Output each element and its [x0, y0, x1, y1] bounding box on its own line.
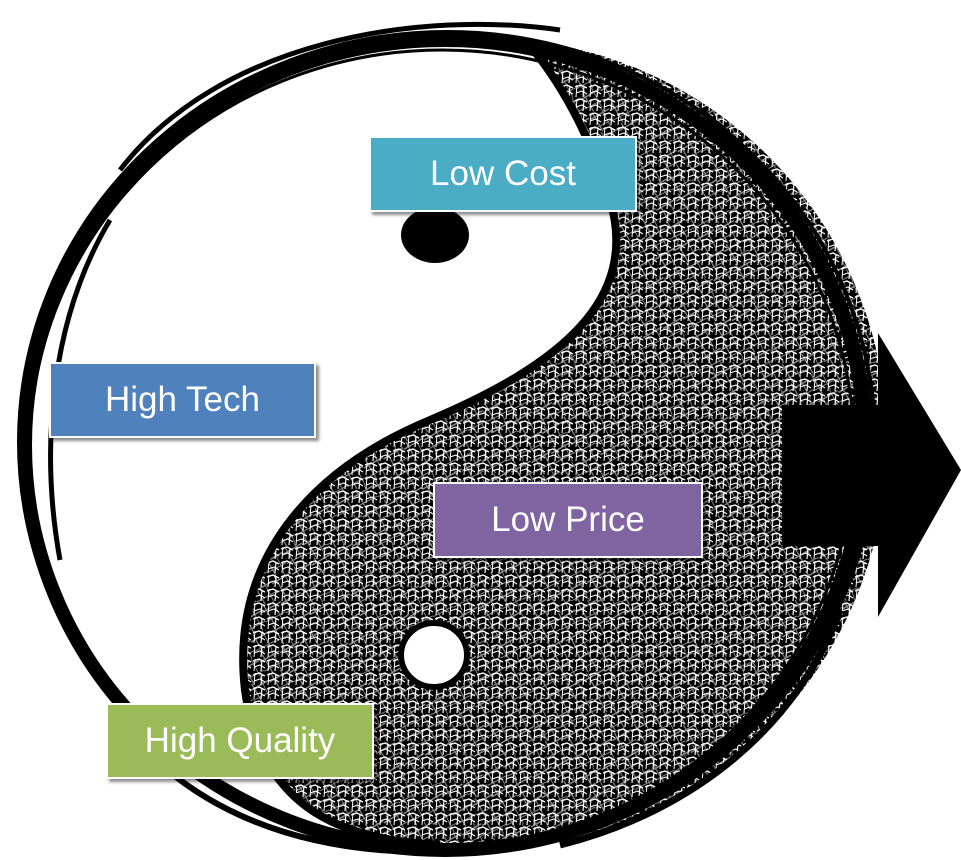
dark-dot: [401, 207, 469, 263]
label-high-quality: High Quality: [106, 703, 374, 779]
right-arrow-icon: [782, 333, 961, 617]
light-dot: [398, 620, 470, 690]
label-low-price: Low Price: [433, 482, 703, 558]
label-low-cost: Low Cost: [369, 136, 637, 212]
label-high-tech: High Tech: [49, 362, 316, 438]
